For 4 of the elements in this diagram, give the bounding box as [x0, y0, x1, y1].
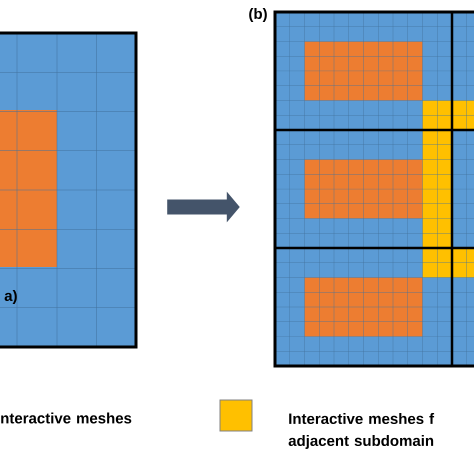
- panel-label: a): [4, 290, 17, 304]
- legend-label: Interactive meshes f adjacent subdomain: [288, 413, 434, 449]
- panel-label: (b): [249, 8, 267, 22]
- legend-label: nteractive meshes: [1, 412, 132, 424]
